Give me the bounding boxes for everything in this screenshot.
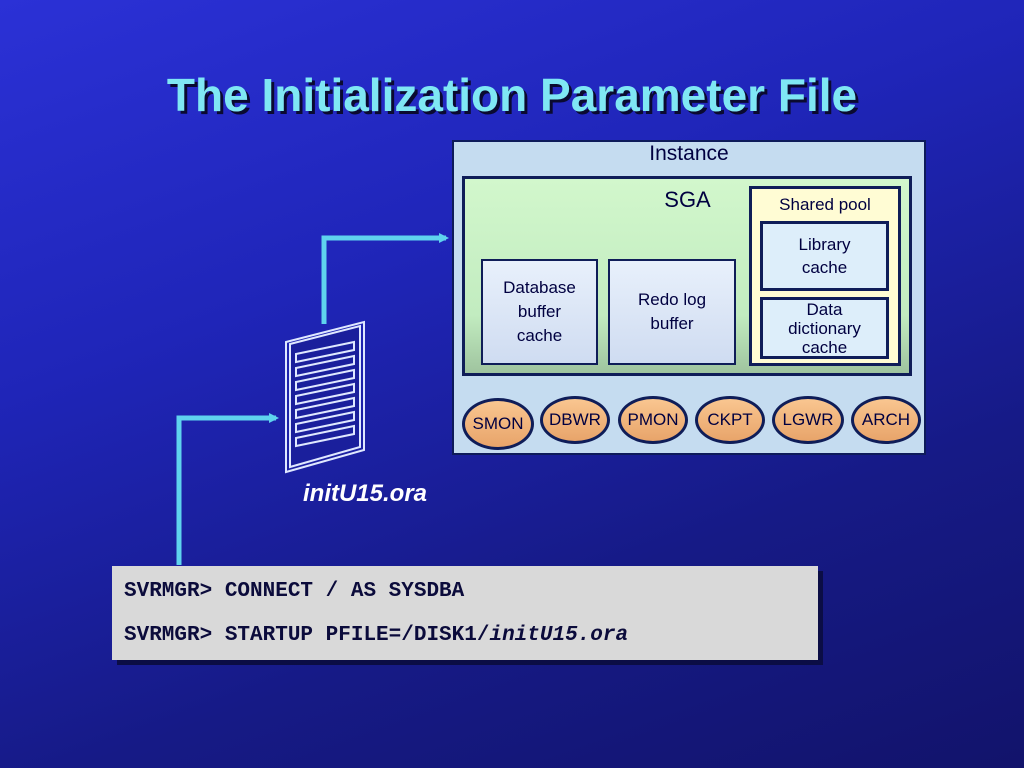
file-caption: initU15.ora: [302, 480, 428, 507]
arrow-command-to-file: [176, 413, 279, 565]
process-pmon: PMON: [618, 396, 688, 444]
sga-label: SGA: [664, 187, 711, 212]
instance-label: Instance: [649, 142, 729, 165]
slide-title: The Initialization Parameter File: [166, 69, 858, 121]
process-arch-label: ARCH: [861, 410, 911, 429]
process-ckpt-label: CKPT: [707, 410, 753, 429]
process-arch: ARCH: [851, 396, 921, 444]
database-buffer-cache-box: Database buffer cache: [481, 259, 598, 365]
data-dictionary-cache-box: Data dictionary cache: [760, 297, 889, 359]
data-dictionary-cache-label: Data dictionary cache: [788, 299, 861, 357]
redo-log-buffer-box: Redo log buffer: [608, 259, 736, 365]
command-line-connect: SVRMGR> CONNECT / AS SYSDBA: [124, 580, 465, 603]
arrow-file-to-instance: [321, 233, 449, 324]
process-ckpt: CKPT: [695, 396, 765, 444]
command-box: [112, 566, 818, 660]
process-dbwr-label: DBWR: [549, 410, 601, 429]
database-buffer-cache-label: Database buffer cache: [503, 278, 576, 345]
library-cache-label: Library cache: [798, 235, 851, 277]
process-pmon-label: PMON: [627, 410, 679, 429]
shared-pool-label: Shared pool: [779, 195, 871, 214]
parameter-file-icon: [285, 320, 365, 474]
process-smon-label: SMON: [472, 414, 524, 433]
library-cache-box: Library cache: [760, 221, 889, 291]
process-smon: SMON: [462, 398, 534, 450]
process-lgwr: LGWR: [772, 396, 844, 444]
process-dbwr: DBWR: [540, 396, 610, 444]
redo-log-buffer-label: Redo log buffer: [637, 290, 707, 333]
startup-command-prefix: SVRMGR> STARTUP PFILE=/DISK1/: [124, 624, 490, 647]
process-lgwr-label: LGWR: [782, 410, 834, 429]
startup-command-filename: initU15.ora: [489, 624, 629, 647]
command-line-startup: SVRMGR> STARTUP PFILE=/DISK1/initU15.ora: [124, 624, 628, 647]
